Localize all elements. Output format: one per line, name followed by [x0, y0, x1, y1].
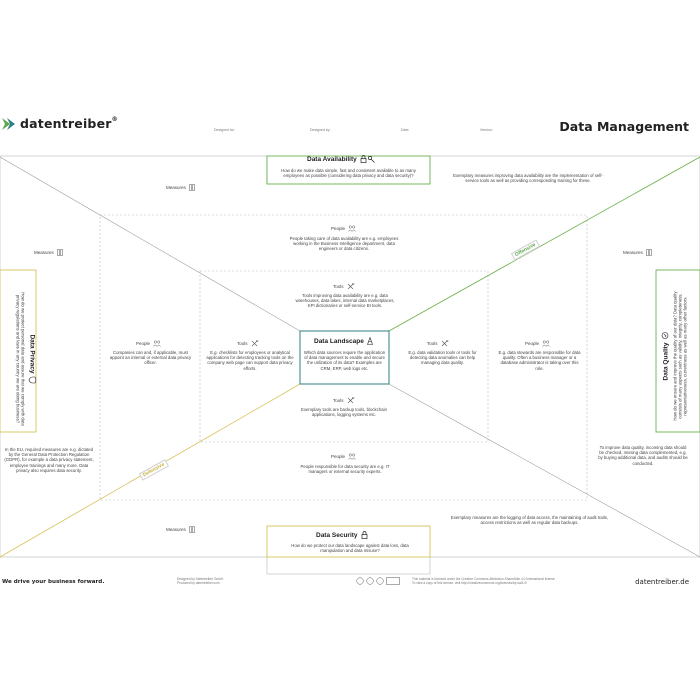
lock-icon [361, 531, 367, 539]
security-people-label: People [331, 453, 356, 460]
quality-tools-text: E.g. data validation tools or tools for … [408, 350, 477, 366]
quality-people-text: E.g. data stewards are responsible for d… [498, 350, 581, 371]
tools-icon [347, 397, 354, 404]
people-icon [542, 340, 550, 347]
quality-title: Data Quality [661, 284, 670, 429]
security-tools-label: Tools [333, 397, 355, 404]
logo: datentreiber® [2, 116, 118, 131]
measures-icon [646, 249, 652, 256]
quality-tools-label: Tools [427, 340, 449, 347]
security-example: Exemplary measures are the logging of da… [450, 515, 609, 526]
availability-tools-text: Tools improving data availability are e.… [295, 293, 395, 309]
availability-tools-label: Tools [333, 283, 355, 290]
quality-badge-icon [661, 332, 669, 339]
cc-badge-icon [386, 577, 400, 585]
people-icon [348, 453, 356, 460]
quality-rotated: Data Quality How do we ensure and improv… [661, 284, 700, 429]
availability-people-label: People [331, 225, 356, 232]
cc-icon [356, 577, 364, 585]
by-icon [366, 577, 374, 585]
measures-icon [189, 526, 195, 533]
diag-br [388, 383, 700, 558]
availability-question: How do we make data simple, fast and con… [281, 168, 416, 179]
availability-title: Data Availability [307, 155, 376, 163]
diag-tr [388, 156, 700, 332]
quality-measures: Measures [623, 249, 652, 256]
security-question: How do we protect our data landscape aga… [291, 543, 409, 554]
quality-box [655, 269, 700, 433]
sa-icon [376, 577, 384, 585]
logo-text: datentreiber® [20, 116, 118, 131]
designed-for-label: Designed for: [214, 128, 235, 132]
license-icons [356, 577, 400, 585]
privacy-people-label: People [136, 340, 161, 347]
privacy-tools-label: Tools [237, 340, 259, 347]
shield-icon [28, 376, 37, 384]
availability-box [266, 155, 431, 185]
landscape-title: Data Landscape [314, 337, 373, 345]
measures-icon [189, 184, 195, 191]
version-label: Version: [480, 128, 493, 132]
privacy-box [0, 269, 37, 433]
quality-question: How do we ensure and improve the quality… [672, 291, 688, 421]
security-measures: Measures [166, 526, 195, 533]
quality-people-label: People [525, 340, 550, 347]
license-line-2: To view a copy of this license, visit ht… [412, 580, 527, 585]
measures-icon [57, 249, 63, 256]
people-icon [153, 340, 161, 347]
date-label: Date: [401, 128, 410, 132]
privacy-question: How do we protect personal data and assu… [15, 292, 26, 426]
landscape-text: Which data sources require the applicati… [303, 350, 386, 371]
credit-line-1: Designed by Datentreiber GmbH [177, 577, 224, 581]
credits: Designed by Datentreiber GmbH Produced b… [177, 577, 224, 586]
people-frame [99, 214, 588, 501]
diag-tl [0, 156, 301, 332]
logo-icon [2, 117, 15, 130]
page-title: Data Management [559, 119, 689, 134]
quality-example: To improve data quality, incoming data s… [598, 445, 688, 466]
landscape-box [299, 330, 390, 385]
availability-example: Exemplary measures improving data availa… [453, 173, 603, 184]
security-people-text: People responsible for data security are… [300, 464, 390, 475]
license-line-1: This material is licensed under the Crea… [412, 577, 556, 581]
tools-frame [199, 270, 489, 443]
license: This material is licensed under the Crea… [412, 577, 577, 586]
people-icon [348, 225, 356, 232]
privacy-tools-text: E.g. checklists for employees or analyti… [206, 350, 294, 371]
tools-icon [347, 283, 354, 290]
security-tools-text: Exemplary tools are backup tools, blockc… [301, 407, 387, 418]
availability-people-text: People taking care of data availability … [289, 236, 399, 252]
lock-key-icon [360, 155, 375, 163]
privacy-people-text: Companies can and, if applicable, must a… [109, 350, 192, 366]
tools-icon [251, 340, 258, 347]
credit-line-2: Produced by datentreiber.com [177, 580, 220, 585]
privacy-rotated: Data Privacy How do we protect personal … [0, 287, 37, 432]
availability-measures: Measures [166, 184, 195, 191]
designed-by-label: Designed by: [310, 128, 331, 132]
tools-icon [441, 340, 448, 347]
privacy-title: Data Privacy [28, 287, 37, 432]
slogan: We drive your business forward. [2, 579, 105, 585]
security-title: Data Security [316, 531, 368, 539]
site-link[interactable]: datentreiber.de [635, 578, 689, 586]
privacy-measures: Measures [34, 249, 63, 256]
tower-icon [366, 337, 373, 345]
security-box [266, 525, 431, 558]
privacy-example: In the EU, required measures are e.g. di… [4, 447, 94, 473]
